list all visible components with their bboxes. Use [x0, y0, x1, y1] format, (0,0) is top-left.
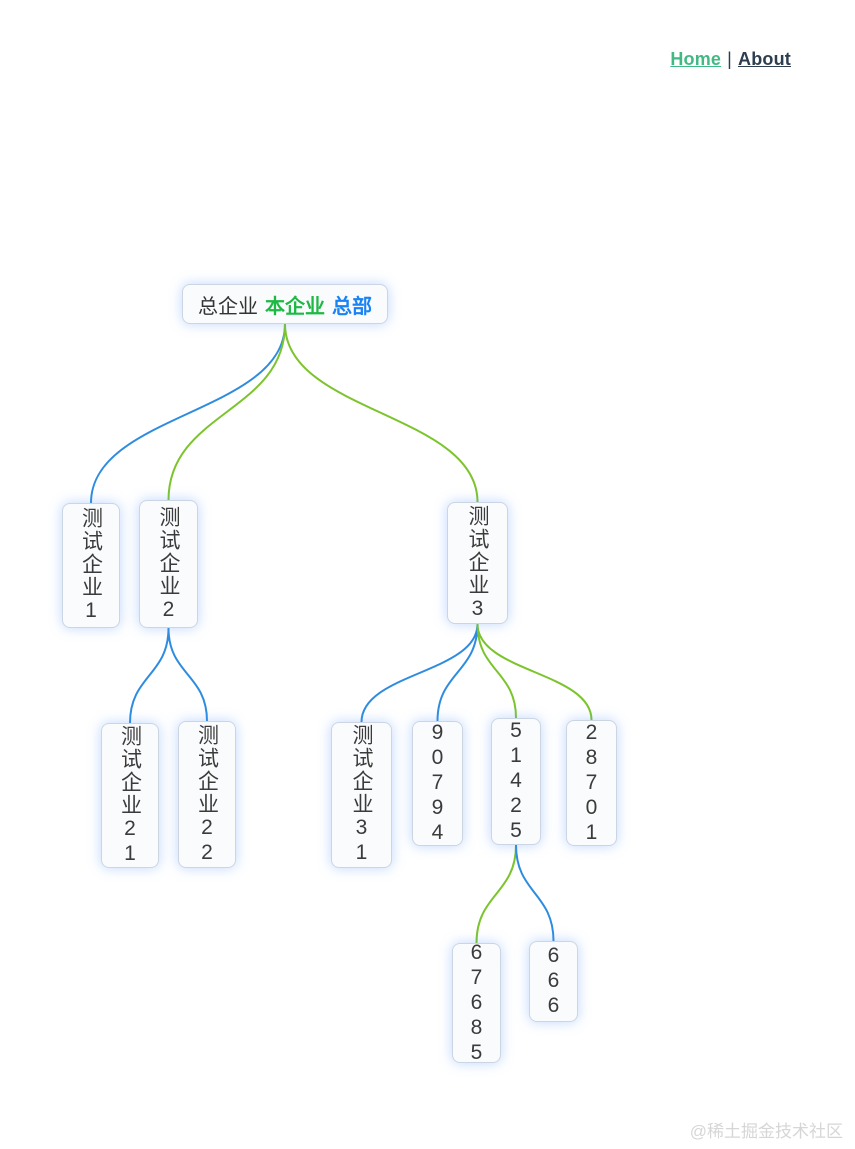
root-tag-self-company: 本企业	[265, 295, 325, 318]
edge-n3-n28701	[476, 623, 593, 721]
edge-root-n1	[90, 323, 286, 504]
nav-link-home[interactable]: Home	[670, 49, 722, 69]
tree-node-n21[interactable]: 测试企业21	[101, 723, 159, 868]
tree-node-n51425[interactable]: 51425	[491, 718, 541, 845]
edge-n2-n21	[129, 627, 170, 724]
edge-root-n3	[284, 323, 479, 503]
tree-node-label: 测试企业2	[157, 505, 180, 623]
tree-node-label: 测试企业3	[466, 504, 489, 622]
root-node-title: 总企业	[198, 295, 258, 318]
edge-n2-n22	[167, 627, 208, 722]
tree-node-n22[interactable]: 测试企业22	[178, 721, 236, 868]
tree-node-label: 28701	[580, 720, 603, 846]
tree-node-label: 测试企业31	[350, 724, 373, 866]
tree-node-n3[interactable]: 测试企业3	[447, 502, 508, 624]
edge-root-n2	[167, 323, 286, 501]
tree-node-label: 测试企业21	[118, 724, 142, 867]
tree-node-label: 测试企业1	[79, 507, 103, 624]
tree-node-n67685[interactable]: 67685	[452, 940, 501, 1066]
tree-node-root[interactable]: 总企业 本企业 总部	[182, 284, 388, 324]
root-tag-headquarters: 总部	[332, 295, 372, 318]
tree-node-label: 67685	[465, 940, 488, 1066]
edge-n3-n31	[360, 623, 479, 723]
tree-node-n28701[interactable]: 28701	[566, 720, 617, 846]
nav-separator: |	[727, 49, 733, 69]
edge-n3-n51425	[476, 623, 517, 719]
tree-node-n31[interactable]: 测试企业31	[331, 722, 392, 868]
nav-link-about[interactable]: About	[738, 49, 791, 69]
tree-node-label: 51425	[504, 719, 528, 844]
tree-node-n90794[interactable]: 90794	[412, 721, 463, 846]
edge-n51425-n666	[515, 844, 555, 942]
tree-node-label: 90794	[426, 721, 449, 846]
tree-node-label: 666	[542, 944, 565, 1019]
tree-node-label: 测试企业22	[195, 723, 219, 866]
watermark: @稀土掘金技术社区	[689, 1122, 843, 1141]
tree-node-n1[interactable]: 测试企业1	[62, 503, 120, 628]
top-nav: Home|About	[670, 49, 791, 70]
tree-node-n666[interactable]: 666	[529, 941, 578, 1022]
tree-node-n2[interactable]: 测试企业2	[139, 500, 198, 628]
edge-n51425-n67685	[475, 844, 517, 944]
edge-n3-n90794	[436, 623, 479, 722]
